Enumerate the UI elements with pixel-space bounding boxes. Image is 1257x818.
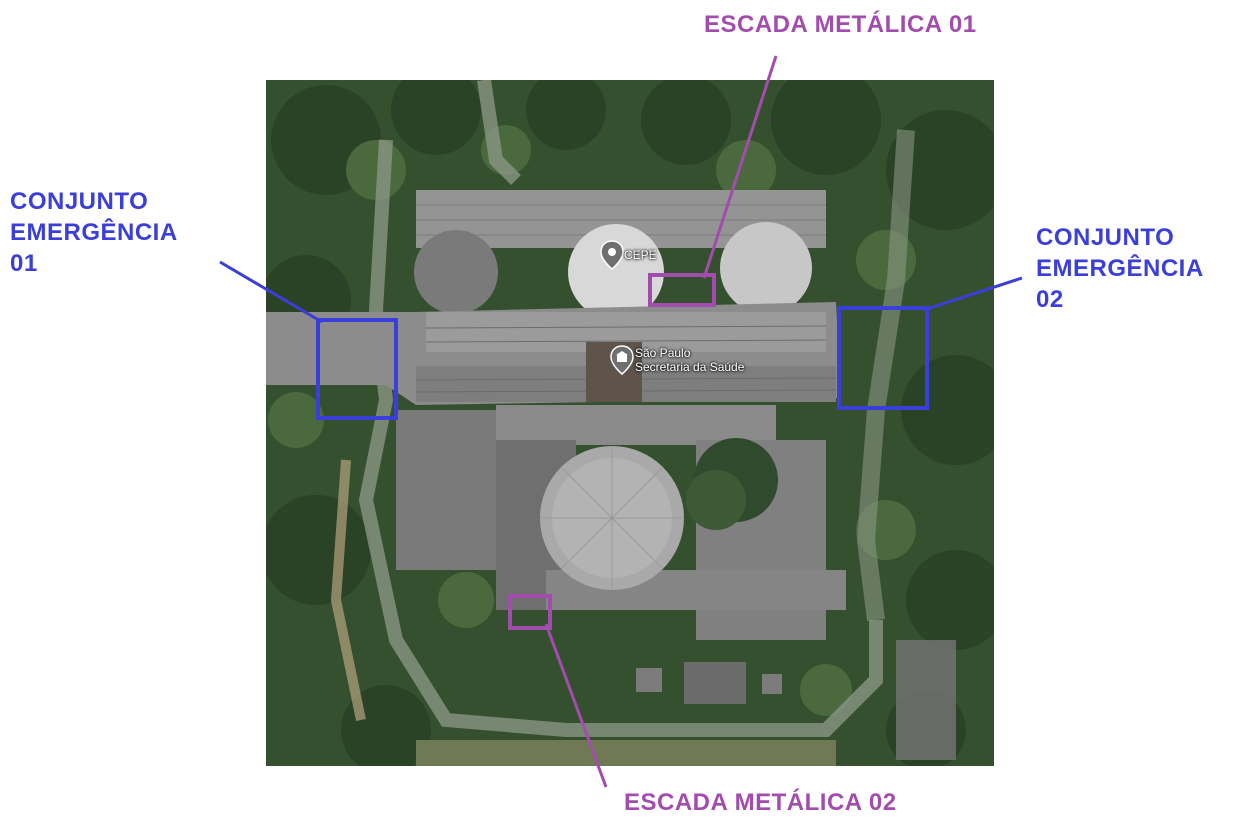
satellite-map[interactable]: CEPE São Paulo Secretaria da Saúde — [266, 80, 994, 766]
label-line: CONJUNTO — [1036, 224, 1175, 251]
map-pin-label-saude: São Paulo Secretaria da Saúde — [635, 346, 744, 374]
label-escada-metalica-01: ESCADA METÁLICA 01 — [704, 11, 977, 38]
label-line: EMERGÊNCIA — [10, 219, 178, 246]
map-pin-icon — [600, 240, 624, 270]
map-pin-cepe[interactable] — [600, 240, 624, 270]
label-conjunto-emergencia-02: CONJUNTO EMERGÊNCIA 02 — [1036, 222, 1204, 315]
label-escada-metalica-02: ESCADA METÁLICA 02 — [624, 789, 897, 816]
pin-label-line: Secretaria da Saúde — [635, 360, 745, 374]
label-line: 01 — [10, 250, 38, 277]
museum-pin-icon — [610, 345, 634, 375]
pin-label-line: São Paulo — [635, 346, 691, 360]
label-line: EMERGÊNCIA — [1036, 255, 1204, 282]
map-pin-label-cepe: CEPE — [624, 248, 657, 262]
map-pin-saude[interactable] — [610, 345, 634, 375]
label-line: 02 — [1036, 286, 1064, 313]
satellite-map-drawing — [266, 80, 994, 766]
label-conjunto-emergencia-01: CONJUNTO EMERGÊNCIA 01 — [10, 186, 178, 279]
label-line: CONJUNTO — [10, 188, 149, 215]
